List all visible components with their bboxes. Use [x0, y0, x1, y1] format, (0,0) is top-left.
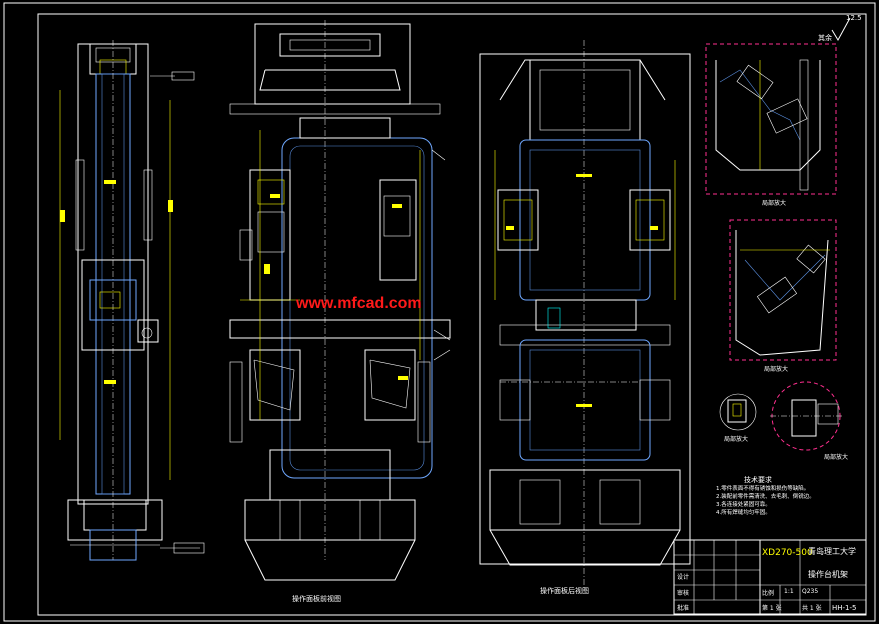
detail-c-label: 局部放大 — [724, 436, 749, 443]
title-block-checker: 审核 — [677, 590, 690, 597]
title-block-scale-label: 比例 — [762, 590, 775, 597]
side-view — [59, 40, 205, 561]
detail-a-label: 局部放大 — [762, 200, 787, 207]
front-view-label: 操作面板前视图 — [292, 595, 341, 603]
note-item: 1.零件表面不得有锈蚀和损伤等缺陷。 — [716, 486, 810, 492]
roughness-value: 12.5 — [846, 14, 862, 22]
title-block-designer: 设计 — [677, 574, 690, 581]
detail-view-a — [705, 43, 837, 195]
roughness-prefix: 其余 — [818, 34, 832, 42]
detail-view-c — [719, 393, 757, 431]
technical-notes: 技术要求 1.零件表面不得有锈蚀和损伤等缺陷。 2.装配前零件需清洗、去毛刺、倒… — [716, 476, 866, 517]
title-block-grid — [673, 539, 867, 615]
title-block-total: 共 1 张 — [802, 605, 822, 612]
note-item: 2.装配前零件需清洗、去毛刺、倒锐边。 — [716, 494, 815, 500]
title-block-school: 青岛理工大学 — [808, 547, 856, 556]
rear-view — [479, 40, 691, 590]
watermark-text: www.mfcad.com — [296, 295, 422, 312]
roughness-symbol — [831, 17, 851, 42]
note-item: 4.所有焊缝均匀牢固。 — [716, 510, 771, 516]
title-block-scale: 1:1 — [784, 588, 794, 595]
title-block-material: Q235 — [802, 588, 819, 595]
inner-border — [37, 13, 867, 616]
detail-d-label: 局部放大 — [824, 454, 849, 461]
title-block-drawing-title: XD270-500 — [762, 548, 813, 558]
notes-title: 技术要求 — [744, 476, 772, 484]
rear-view-label: 操作面板后视图 — [540, 587, 589, 595]
outer-border — [3, 2, 876, 622]
detail-view-d — [770, 381, 842, 451]
front-view — [229, 20, 451, 581]
detail-b-label: 局部放大 — [764, 366, 789, 373]
title-block-drawing-no: HH-1-5 — [832, 604, 857, 612]
detail-view-b — [729, 219, 837, 361]
title-block-sheet: 第 1 张 — [762, 605, 782, 612]
note-item: 3.各连接处紧固可靠。 — [716, 502, 771, 508]
title-block-part-name: 操作台机架 — [808, 570, 848, 579]
title-block-approver: 批准 — [677, 605, 690, 612]
